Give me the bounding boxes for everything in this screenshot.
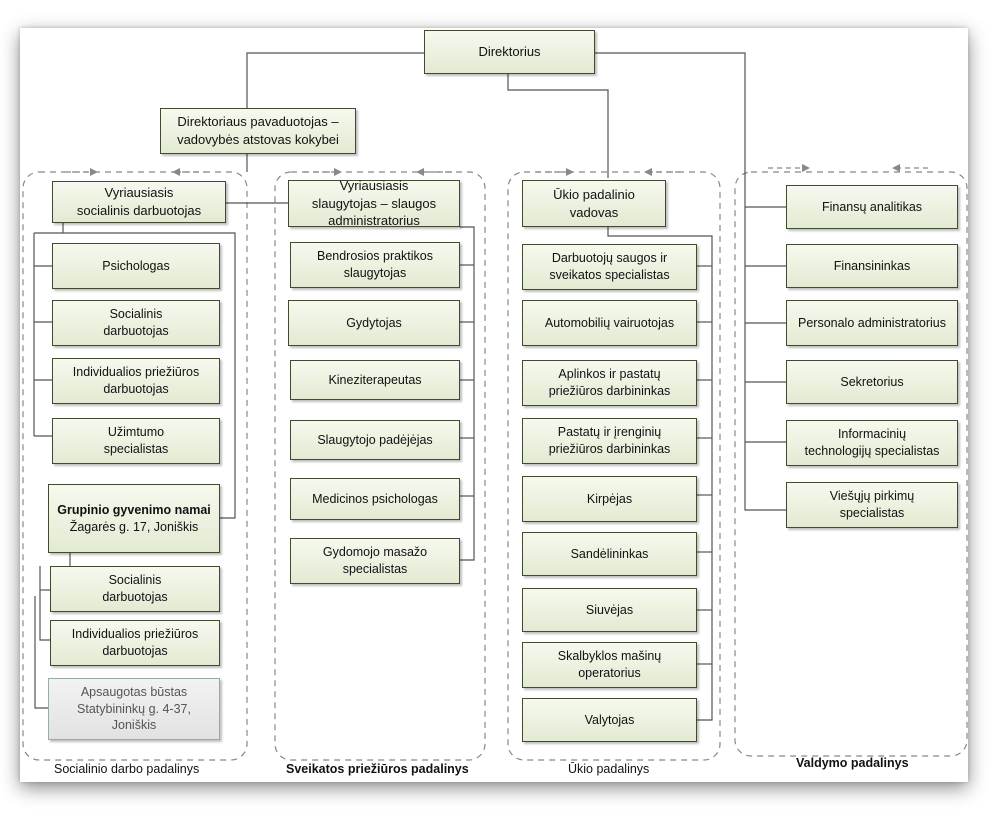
- social-staff-label: Užimtumo specialistas: [103, 425, 169, 456]
- mgmt-staff-label: Viešųjų pirkimų specialistas: [829, 489, 915, 520]
- deputy-label: Direktoriaus pavaduotojas – vadovybės at…: [177, 114, 339, 147]
- management-dept-label: Valdymo padalinys: [796, 756, 909, 770]
- mgmt-staff-box: Viešųjų pirkimų specialistas: [786, 482, 958, 528]
- facility-staff-box: Valytojas: [522, 698, 697, 742]
- facility-staff-label: Aplinkos ir pastatų priežiūros darbinink…: [548, 367, 671, 398]
- management-dept-frame: [734, 171, 968, 757]
- facility-staff-label: Sandėlininkas: [570, 546, 649, 561]
- facility-staff-box: Skalbyklos mašinų operatorius: [522, 642, 697, 688]
- facility-staff-label: Darbuotojų saugos ir sveikatos specialis…: [549, 251, 670, 282]
- social-dept-frame: [22, 171, 248, 761]
- facility-staff-box: Aplinkos ir pastatų priežiūros darbinink…: [522, 360, 697, 406]
- facility-staff-label: Valytojas: [584, 712, 635, 727]
- social-staff-box: Individualios priežiūros darbuotojas: [52, 358, 220, 404]
- facility-dept-label: Ūkio padalinys: [568, 762, 650, 776]
- health-staff-box: Gydomojo masažo specialistas: [290, 538, 460, 584]
- health-staff-box: Kineziterapeutas: [290, 360, 460, 400]
- deputy-box: Direktoriaus pavaduotojas – vadovybės at…: [160, 108, 356, 154]
- health-staff-label: Medicinos psichologas: [312, 491, 438, 506]
- protected-housing-box: Apsaugotas būstas Statybininkų g. 4-37, …: [48, 678, 220, 740]
- facility-staff-box: Sandėlininkas: [522, 532, 697, 576]
- protected-housing-address: Statybininkų g. 4-37, Joniškis: [77, 701, 191, 733]
- health-dept-label: Sveikatos priežiūros padalinys: [286, 762, 469, 776]
- facility-staff-box: Pastatų ir įrenginių priežiūros darbinin…: [522, 418, 697, 464]
- health-staff-box: Bendrosios praktikos slaugytojas: [290, 242, 460, 288]
- health-staff-label: Gydomojo masažo specialistas: [322, 545, 428, 576]
- facility-dept-frame: [507, 171, 721, 761]
- social-dept-label: Socialinio darbo padalinys: [54, 762, 200, 776]
- group-staff-label: Socialinis darbuotojas: [102, 573, 168, 604]
- health-staff-label: Slaugytojo padėjėjas: [317, 432, 433, 447]
- protected-housing-title: Apsaugotas būstas: [80, 684, 188, 699]
- social-staff-box: Psichologas: [52, 243, 220, 289]
- health-staff-label: Gydytojas: [346, 315, 402, 330]
- social-staff-box: Socialinis darbuotojas: [52, 300, 220, 346]
- mgmt-staff-label: Personalo administratorius: [798, 315, 946, 330]
- facility-staff-box: Automobilių vairuotojas: [522, 300, 697, 346]
- facility-head-label: Ūkio padalinio vadovas: [553, 186, 635, 220]
- facility-head-box: Ūkio padalinio vadovas: [522, 180, 666, 227]
- facility-staff-box: Siuvėjas: [522, 588, 697, 632]
- mgmt-staff-box: Informacinių technologijų specialistas: [786, 420, 958, 466]
- mgmt-staff-box: Sekretorius: [786, 360, 958, 404]
- health-staff-label: Bendrosios praktikos slaugytojas: [316, 249, 434, 280]
- group-staff-label: Individualios priežiūros darbuotojas: [71, 627, 199, 658]
- group-home-title: Grupinio gyvenimo namai: [57, 502, 211, 517]
- mgmt-staff-box: Personalo administratorius: [786, 300, 958, 346]
- social-head-label: Vyriausiasis socialinis darbuotojas: [76, 185, 202, 218]
- mgmt-staff-label: Sekretorius: [840, 374, 904, 389]
- mgmt-staff-label: Finansininkas: [833, 258, 911, 273]
- health-head-box: Vyriausiasis slaugytojas – slaugos admin…: [288, 178, 460, 229]
- social-staff-label: Psichologas: [102, 258, 170, 273]
- social-staff-label: Individualios priežiūros darbuotojas: [72, 365, 200, 396]
- mgmt-staff-box: Finansų analitikas: [786, 185, 958, 229]
- facility-staff-label: Siuvėjas: [585, 602, 634, 617]
- group-staff-box: Individualios priežiūros darbuotojas: [50, 620, 220, 666]
- health-staff-label: Kineziterapeutas: [328, 372, 422, 387]
- facility-staff-label: Skalbyklos mašinų operatorius: [557, 649, 662, 680]
- social-staff-box: Užimtumo specialistas: [52, 418, 220, 464]
- health-staff-box: Medicinos psichologas: [290, 478, 460, 520]
- director-label: Direktorius: [478, 44, 541, 60]
- social-staff-label: Socialinis darbuotojas: [103, 307, 169, 338]
- facility-staff-label: Pastatų ir įrenginių priežiūros darbinin…: [548, 425, 671, 456]
- group-home-box: Grupinio gyvenimo namai Žagarės g. 17, J…: [48, 484, 220, 553]
- mgmt-staff-label: Finansų analitikas: [821, 199, 923, 214]
- mgmt-staff-label: Informacinių technologijų specialistas: [804, 427, 940, 458]
- health-staff-box: Slaugytojo padėjėjas: [290, 420, 460, 460]
- social-head-box: Vyriausiasis socialinis darbuotojas: [52, 181, 226, 223]
- health-staff-box: Gydytojas: [288, 300, 460, 346]
- mgmt-staff-box: Finansininkas: [786, 244, 958, 288]
- health-head-label: Vyriausiasis slaugytojas – slaugos admin…: [311, 178, 437, 229]
- facility-staff-label: Automobilių vairuotojas: [544, 315, 675, 330]
- health-dept-frame: [274, 171, 486, 761]
- group-staff-box: Socialinis darbuotojas: [50, 566, 220, 612]
- facility-staff-box: Kirpėjas: [522, 476, 697, 522]
- facility-staff-label: Kirpėjas: [586, 491, 633, 506]
- group-home-address: Žagarės g. 17, Joniškis: [69, 519, 199, 534]
- facility-staff-box: Darbuotojų saugos ir sveikatos specialis…: [522, 244, 697, 290]
- director-box: Direktorius: [424, 30, 595, 74]
